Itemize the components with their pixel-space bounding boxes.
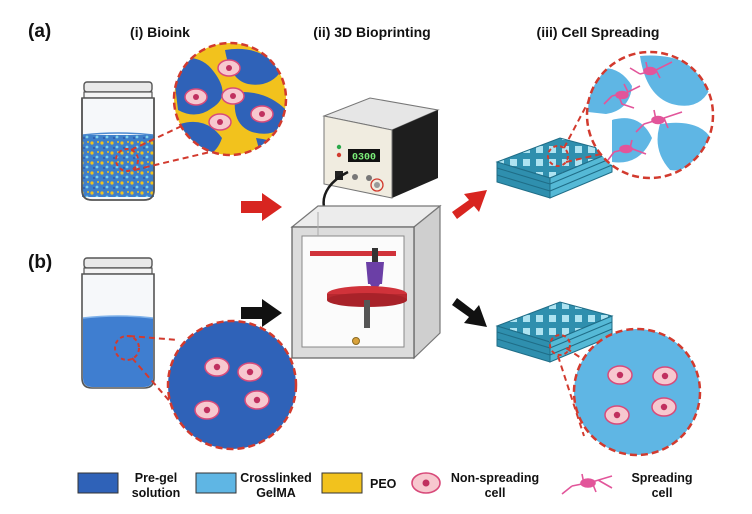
non-spreading-cell [221,87,245,105]
non-spreading-cell [244,390,270,410]
spreading-cell [629,61,673,79]
legend-item-non-spreading: Non-spreading cell [411,471,539,500]
printer-control-box: 0300 [322,97,440,199]
step-label-bioprinting: (ii) 3D Bioprinting [313,24,430,40]
legend-label-line2: cell [485,486,506,500]
legend-item-spreading: Spreading cell [561,471,693,500]
non-spreading-cell-icon [411,472,441,494]
legend-label-line1: Crosslinked [240,471,312,485]
pregel-swatch [77,472,119,494]
3d-bioprinter [290,204,442,360]
arrow-printer-to-scaffold-a [452,190,487,219]
gelma-swatch [195,472,237,494]
step-label-bioink: (i) Bioink [130,24,190,40]
legend: Pre-gel solution Crosslinked GelMA PEO N… [77,471,693,500]
pregel-jar-b [81,257,155,389]
legend-label-line1: Non-spreading [451,471,539,485]
bioink-zoom-circle [172,41,288,157]
non-spreading-cell [237,362,263,382]
non-spreading-cell [204,357,230,377]
spreading-cell-icon [561,473,613,495]
peo-swatch [321,472,363,494]
step-label-cell-spreading: (iii) Cell Spreading [537,24,660,40]
non-spreading-cell [250,105,274,123]
pregel-zoom-circle [166,319,298,451]
legend-item-peo: PEO [321,472,397,494]
non-spreading-cell [652,366,678,386]
non-spreading-cell [217,59,241,77]
legend-label-line1: Pre-gel [135,471,177,485]
spreading-cell [607,139,647,161]
non-spreading-cell [194,400,220,420]
legend-label-line1: Spreading [631,471,692,485]
panel-label-a: (a) [28,21,51,42]
legend-item-gelma: Crosslinked GelMA [195,471,312,500]
legend-label-line2: cell [652,486,673,500]
panel-label-b: (b) [28,252,52,273]
non-spreading-cell [184,88,208,106]
non-spreading-cell [651,397,677,417]
arrow-printer-to-scaffold-b [452,298,487,327]
zoom-connector-b [128,335,187,421]
legend-item-pregel: Pre-gel solution [77,471,181,500]
spreading-cell [603,83,641,109]
spreading-cell [635,109,683,133]
legend-label-line1: PEO [370,477,397,491]
non-spreading-cell [208,113,232,131]
non-spreading-cell [604,405,630,425]
arrow-pregel-to-printer [241,299,282,327]
printer-display-readout: 0300 [352,153,376,164]
spreading-zoom-circle [585,50,715,180]
legend-label-line2: GelMA [256,486,296,500]
legend-label-line2: solution [132,486,181,500]
zoom-connector-a [130,122,211,171]
scaffold-spreading [495,137,614,199]
arrow-bioink-to-printer [241,193,282,221]
non-spreading-zoom-circle [572,327,702,457]
scaffold-non-spreading [495,301,614,363]
non-spreading-cell [607,365,633,385]
bioink-jar-a [81,81,155,201]
